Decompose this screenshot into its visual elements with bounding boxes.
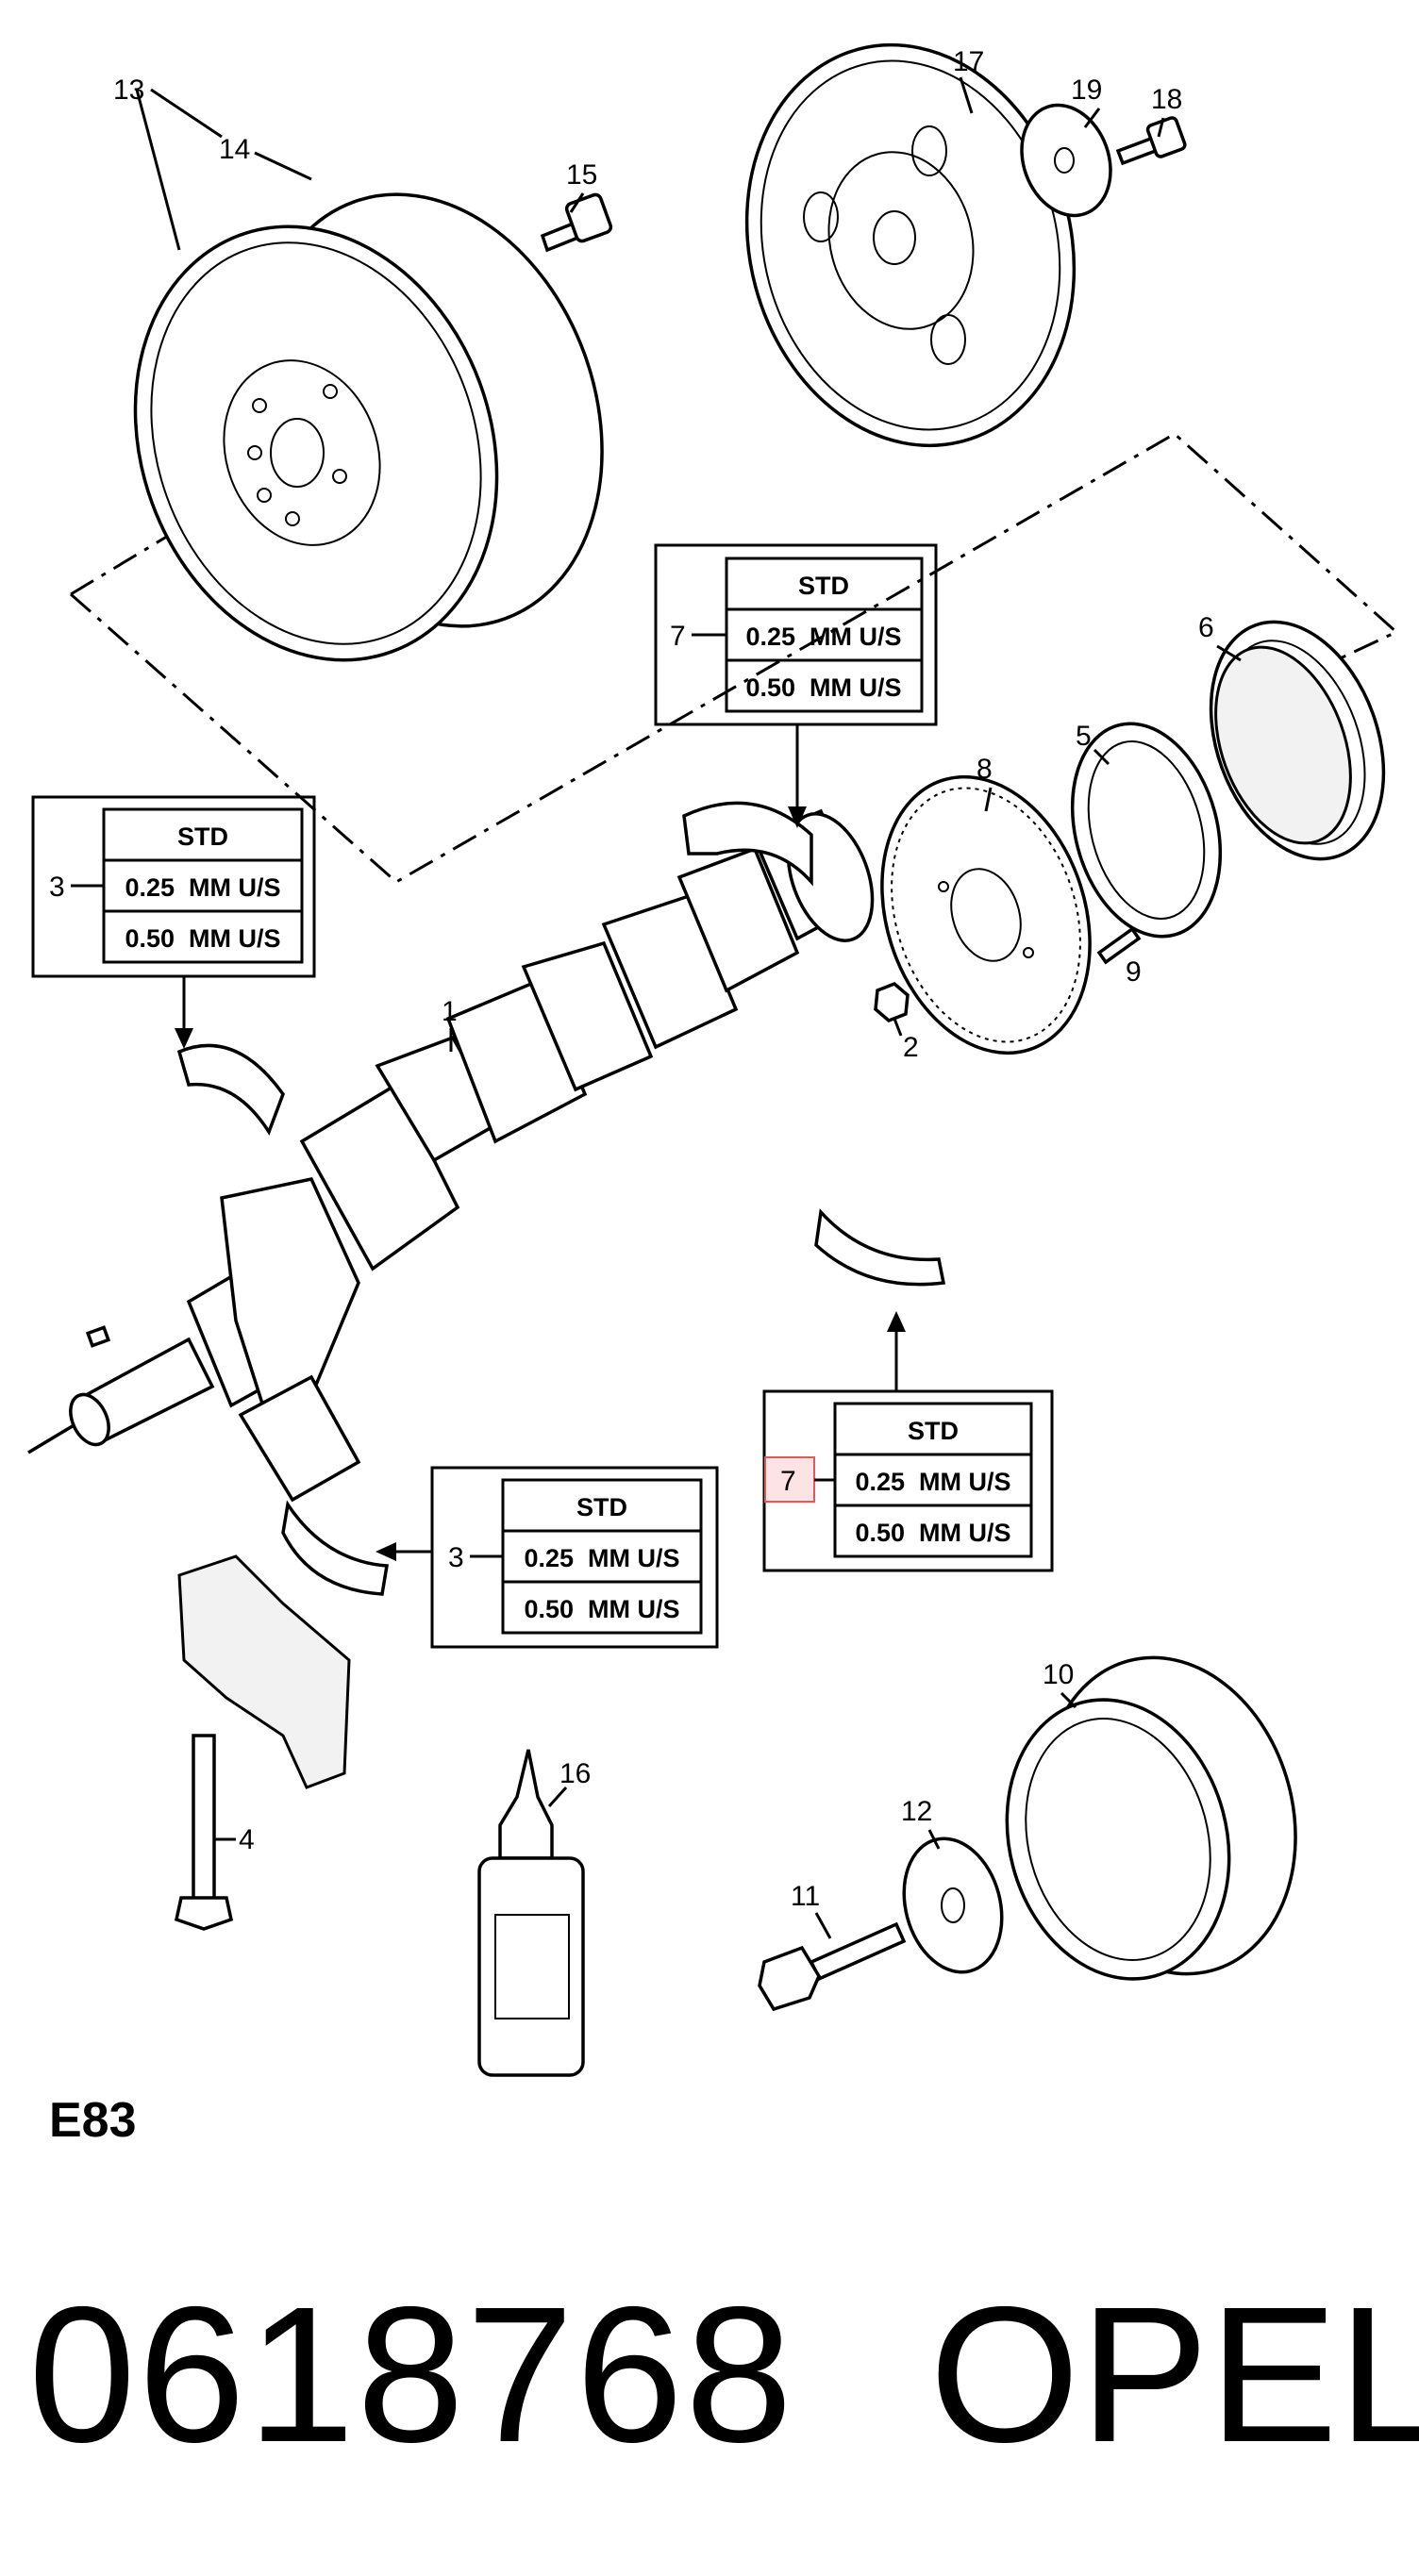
callout-11: 11 [791, 1881, 820, 1912]
flywheel-bolt [540, 192, 613, 253]
svg-text:0.25 MM U/S: 0.25 MM U/S [524, 1544, 679, 1572]
highlight-box [764, 1456, 815, 1503]
svg-text:0.50 MM U/S: 0.50 MM U/S [524, 1595, 679, 1623]
callout-9: 9 [1126, 956, 1142, 988]
callout-5: 5 [1076, 721, 1092, 752]
svg-text:0.25 MM U/S: 0.25 MM U/S [125, 873, 280, 902]
brand-name: OPEL [929, 2267, 1419, 2483]
sealant-tube [477, 1749, 585, 2077]
svg-text:0.50 MM U/S: 0.50 MM U/S [855, 1519, 1010, 1547]
arrowhead-lower-rod [376, 1542, 396, 1561]
svg-text:STD: STD [798, 572, 849, 600]
main-bearing-cap [177, 1554, 351, 1789]
main-bearing-lower-shell [814, 1208, 946, 1287]
callout-4: 4 [239, 1824, 255, 1855]
flywheel [133, 192, 604, 662]
bearing-table-lower-main: STD 0.25 MM U/S 0.50 MM U/S 7 [762, 1389, 1054, 1572]
callout-14: 14 [219, 134, 250, 165]
svg-text:STD: STD [908, 1417, 959, 1445]
rod-bearing-lower-shell [281, 1500, 390, 1596]
arrowhead-upper-rod [175, 1028, 193, 1049]
sensor-wheel-screw [1096, 926, 1142, 965]
callout-18: 18 [1151, 84, 1182, 115]
svg-text:0.50 MM U/S: 0.50 MM U/S [125, 924, 280, 953]
svg-text:7: 7 [780, 1466, 796, 1497]
woodruff-key [85, 1325, 111, 1348]
callout-2: 2 [903, 1032, 919, 1063]
arrowhead-upper-main [788, 806, 807, 828]
callout-6: 6 [1198, 612, 1214, 643]
seal-spacer [1070, 722, 1223, 939]
flexplate [744, 42, 1077, 448]
svg-text:3: 3 [448, 1542, 464, 1573]
crankshaft [27, 808, 875, 1503]
svg-text:0.50 MM U/S: 0.50 MM U/S [745, 673, 901, 702]
crankshaft-key-nut [874, 981, 910, 1023]
rod-bearing-upper-shell [176, 1043, 285, 1136]
callout-19: 19 [1071, 75, 1102, 106]
callout-12: 12 [901, 1796, 932, 1827]
callout-17: 17 [953, 46, 984, 77]
callout-1: 1 [442, 996, 458, 1027]
bearing-table-upper-main: STD 0.25 MM U/S 0.50 MM U/S 7 [654, 543, 938, 726]
flexplate-washer [1020, 103, 1112, 218]
callout-10: 10 [1043, 1659, 1074, 1690]
main-bearing-upper-shell [682, 801, 813, 887]
svg-text:STD: STD [576, 1493, 627, 1521]
bearing-table-upper-rod: STD 0.25 MM U/S 0.50 MM U/S 3 [31, 795, 316, 978]
crankshaft-pulley [1005, 1655, 1297, 1981]
pulley-bolt [758, 1921, 907, 2012]
main-bearing-cap-bolt [174, 1734, 234, 1931]
svg-text:3: 3 [49, 872, 65, 903]
flexplate-bolt [1115, 116, 1187, 166]
svg-text:0.25 MM U/S: 0.25 MM U/S [855, 1468, 1010, 1496]
svg-text:7: 7 [670, 621, 686, 652]
pulley-washer [902, 1836, 1004, 1974]
svg-text:STD: STD [177, 823, 228, 851]
arrowhead-lower-main [887, 1311, 906, 1332]
callout-16: 16 [559, 1758, 591, 1789]
diagram-code: E83 [49, 2093, 137, 2148]
part-number: 0618768 [28, 2267, 795, 2483]
callout-15: 15 [566, 159, 597, 191]
callout-8: 8 [977, 754, 993, 785]
rear-oil-seal [1209, 620, 1386, 861]
bearing-table-lower-rod: STD 0.25 MM U/S 0.50 MM U/S 3 [430, 1466, 719, 1649]
crankshaft-sensor-wheel [880, 774, 1092, 1055]
leader-lines [135, 76, 1242, 1939]
svg-text:0.25 MM U/S: 0.25 MM U/S [745, 623, 901, 651]
